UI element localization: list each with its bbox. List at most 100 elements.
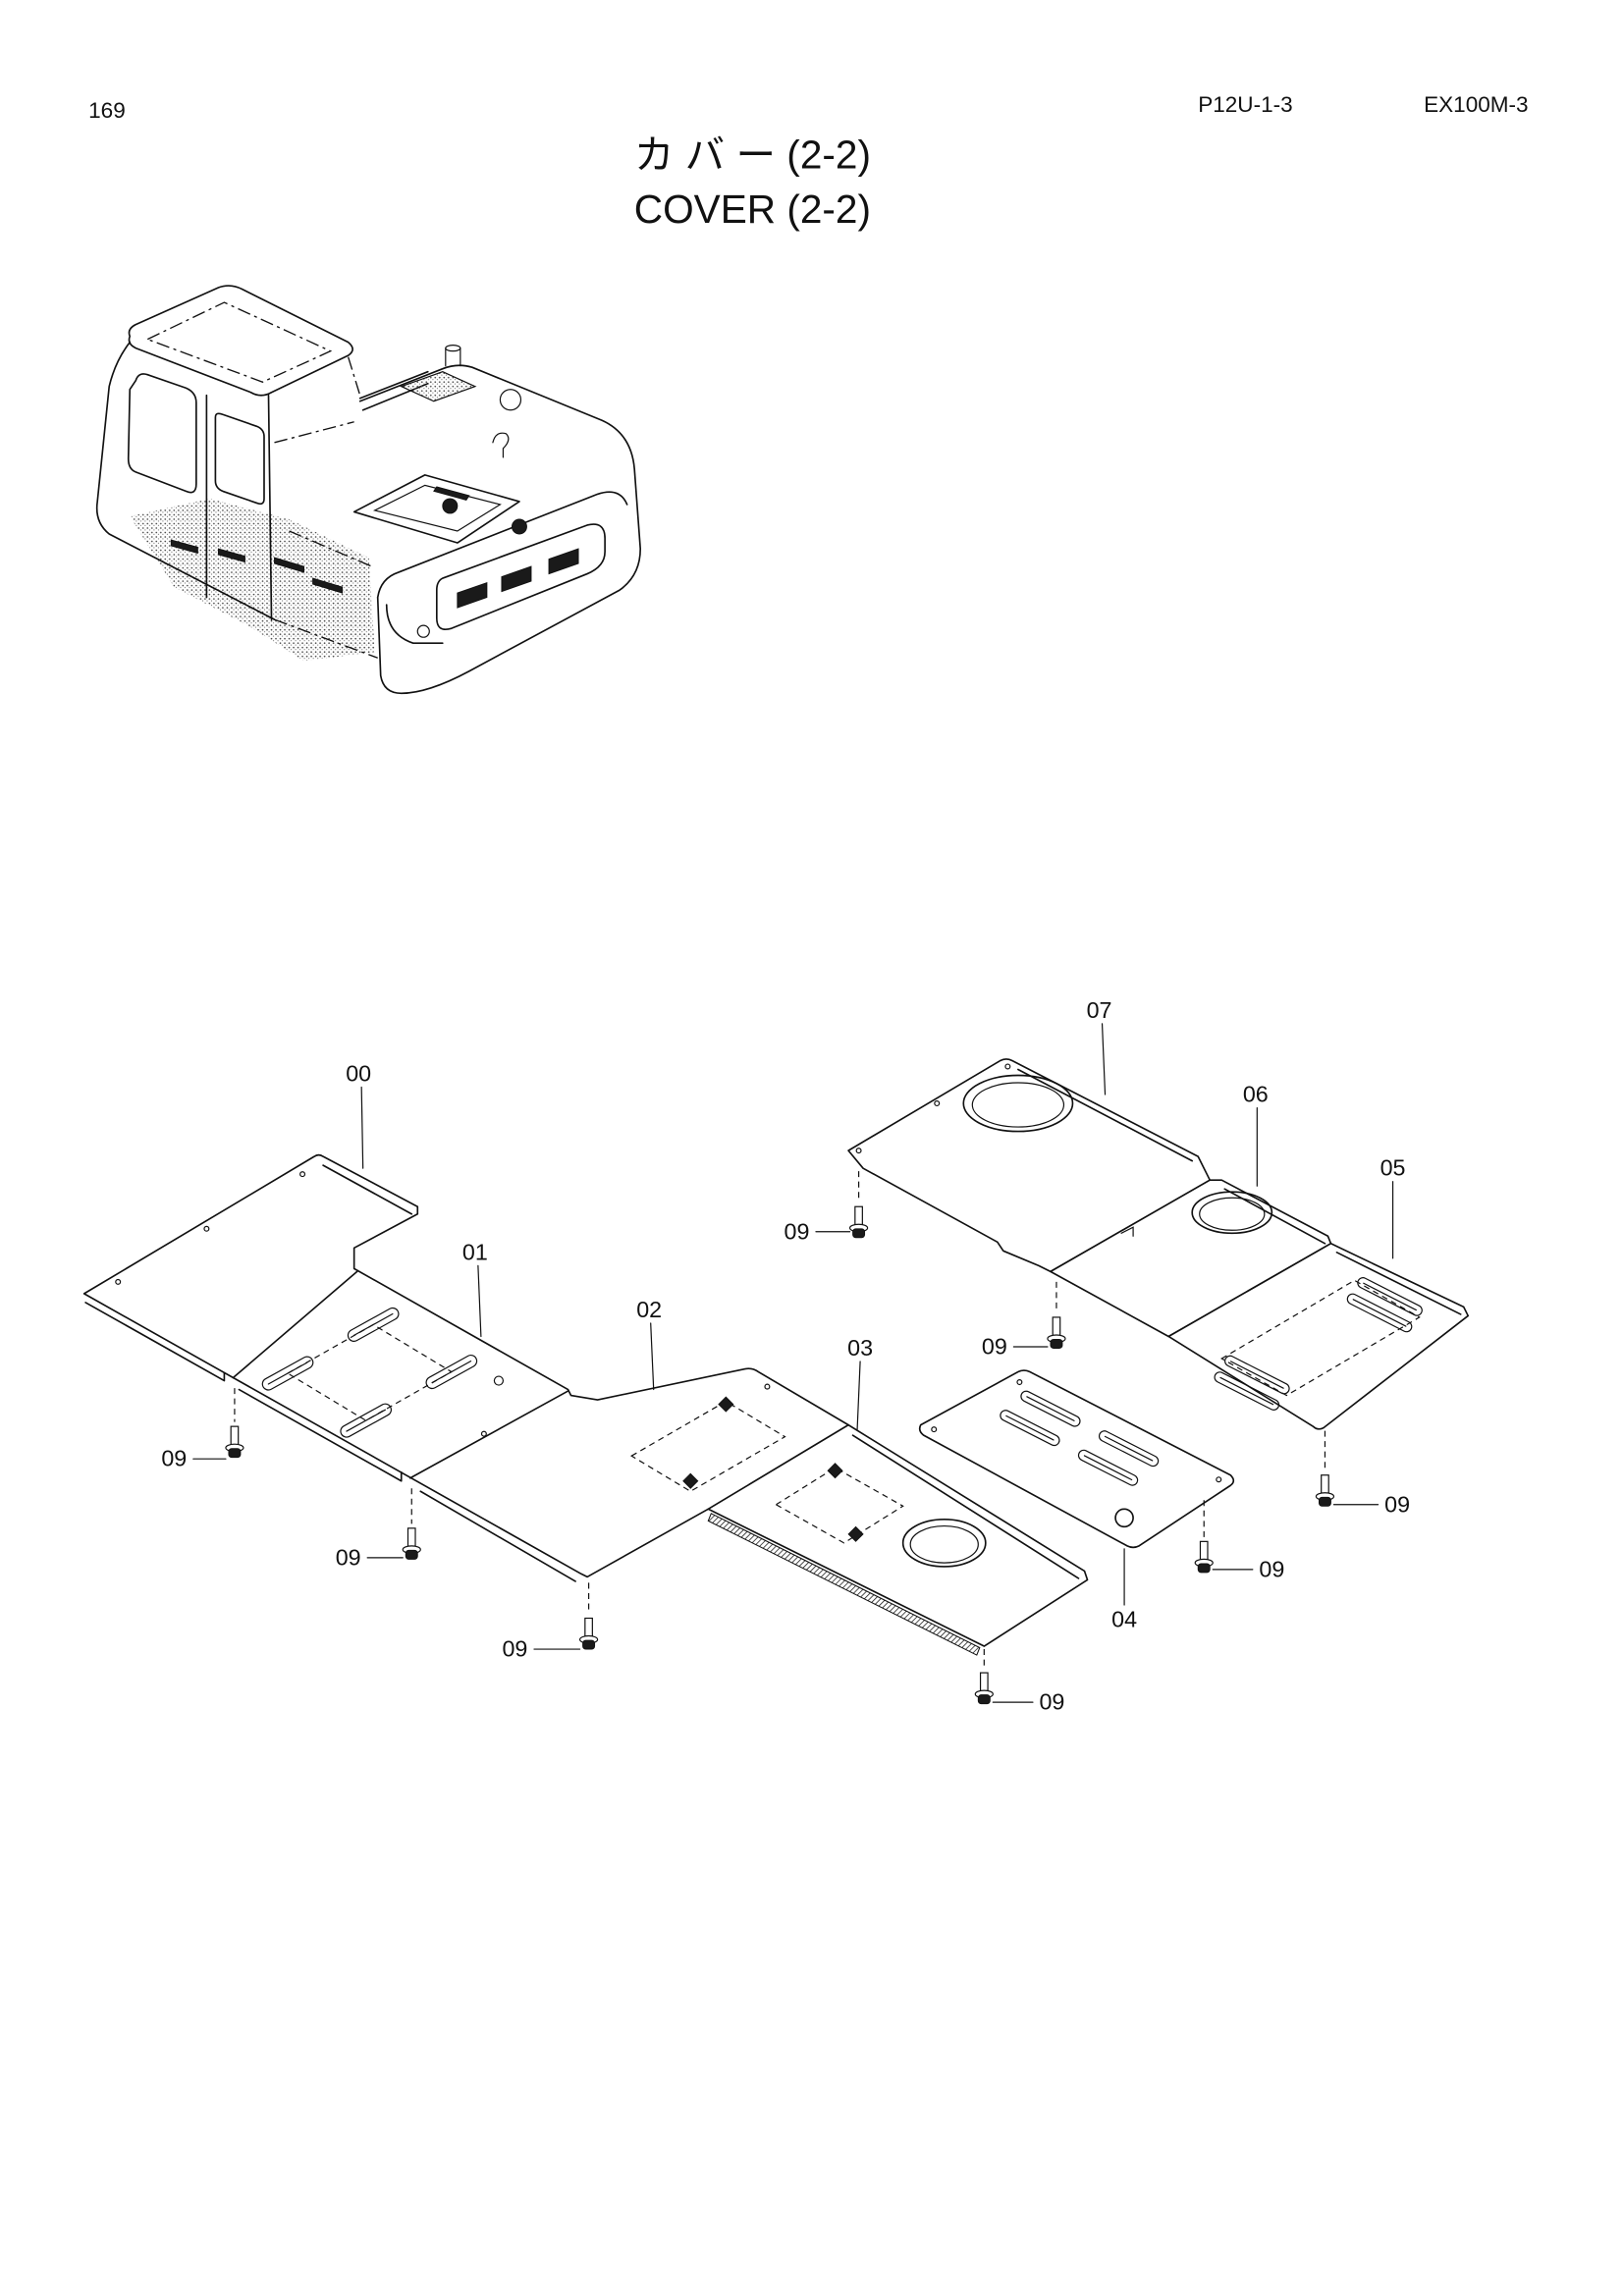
- cab-rear-edge: [267, 394, 273, 620]
- bolt-head: [1318, 1496, 1331, 1507]
- callout-00: 00: [346, 1061, 371, 1087]
- bolt-shank: [854, 1205, 863, 1227]
- panel-04-hole: [1114, 1508, 1134, 1528]
- slot: [1077, 1449, 1139, 1486]
- model-code: EX100M-3: [1424, 92, 1528, 117]
- slot-outline: [261, 1356, 314, 1391]
- bolt-head: [228, 1448, 242, 1459]
- hood-cap-icon: [442, 498, 459, 514]
- bolt: [578, 1582, 599, 1650]
- panel-04: [918, 1369, 1235, 1549]
- panel-03-mount: [847, 1525, 864, 1542]
- hole: [299, 1171, 306, 1178]
- callout-09: 09: [1384, 1491, 1410, 1517]
- floor-slot-d: [312, 577, 344, 594]
- callout-04: 04: [1111, 1607, 1137, 1632]
- bolt-head: [405, 1549, 418, 1560]
- leader-00: [360, 1086, 364, 1169]
- panel-03-hatched-strip: [707, 1513, 981, 1656]
- hole: [1004, 1063, 1011, 1070]
- flange-03-top: [851, 1434, 1080, 1579]
- panel-07-outline: [847, 1058, 1212, 1273]
- cab-roof: [128, 285, 353, 397]
- flange-00-top: [322, 1164, 413, 1215]
- bolt-shank: [230, 1425, 240, 1447]
- callouts: 07 00 06 05 01 09 02 03 09 09 09 09 09 0…: [161, 997, 1410, 1715]
- flange-01: [238, 1388, 403, 1482]
- floor-cover-assembly: [82, 1153, 1089, 1656]
- panel-02-mount: [718, 1396, 734, 1413]
- cab-door-window: [214, 412, 265, 506]
- callout-07: 07: [1087, 997, 1112, 1023]
- slot-outline: [347, 1307, 400, 1342]
- callout-01: 01: [462, 1239, 488, 1264]
- bolt-head: [977, 1694, 991, 1705]
- excavator-overview: [95, 285, 642, 695]
- counterweight-slot: [435, 523, 606, 631]
- engine-hood: [352, 474, 520, 544]
- hole: [855, 1148, 862, 1154]
- slot-outline: [340, 1403, 393, 1438]
- hole: [934, 1100, 941, 1107]
- panel-05-outline: [1167, 1242, 1470, 1430]
- slot-line: [1229, 1361, 1284, 1389]
- callout-05: 05: [1380, 1155, 1406, 1181]
- panel-02-mount: [682, 1472, 699, 1489]
- callout-02: 02: [636, 1297, 662, 1322]
- leader-01: [477, 1264, 482, 1338]
- bolt-shank: [406, 1527, 416, 1548]
- panel-03-hole-outer: [901, 1518, 987, 1568]
- callout-09: 09: [1259, 1556, 1284, 1581]
- slot-line: [1352, 1299, 1407, 1327]
- bolt-shank: [1199, 1540, 1209, 1562]
- panel-03-mount: [827, 1463, 843, 1479]
- divider-00-01: [232, 1270, 358, 1379]
- slot-line: [1363, 1282, 1417, 1311]
- callout-09: 09: [1039, 1689, 1064, 1715]
- slot: [1357, 1277, 1423, 1316]
- bolt: [1315, 1430, 1335, 1507]
- hole: [764, 1383, 771, 1390]
- slot-outline: [425, 1354, 478, 1390]
- counterweight-rim: [376, 491, 628, 599]
- leader-07: [1101, 1023, 1107, 1095]
- step-plate-b: [501, 565, 532, 593]
- rear-cover-assembly: [847, 1058, 1470, 1430]
- bolt-shank: [584, 1617, 593, 1638]
- flange-02: [419, 1490, 576, 1582]
- divider-02-03: [707, 1423, 849, 1511]
- hole: [1016, 1379, 1023, 1386]
- panel-07-hole-inner: [971, 1082, 1065, 1128]
- front-rail: [385, 604, 444, 645]
- bolt: [974, 1649, 994, 1705]
- slot-outline: [1020, 1390, 1081, 1427]
- cab-front-edge: [95, 341, 276, 620]
- hole: [203, 1225, 210, 1232]
- panel-06-tab: [1120, 1226, 1134, 1237]
- floor-slot-b: [217, 548, 245, 563]
- panel-03-dashed-frame: [775, 1467, 904, 1544]
- hood-slot: [433, 486, 470, 501]
- slot: [1224, 1355, 1290, 1395]
- floor-cover-outline: [82, 1153, 1089, 1647]
- floor-stipple: [130, 498, 375, 662]
- floor-edge: [274, 530, 378, 659]
- slot-line: [267, 1362, 308, 1385]
- bolts: [225, 1171, 1335, 1705]
- engine-hood-inner: [372, 484, 502, 532]
- slot-outline: [1098, 1430, 1160, 1468]
- slot-outline: [1357, 1277, 1423, 1316]
- slot-outline: [1214, 1371, 1280, 1411]
- bolt-shank: [1052, 1316, 1061, 1338]
- bolt-head: [852, 1228, 866, 1239]
- slot-outline: [1077, 1449, 1139, 1486]
- slot-outline: [1000, 1410, 1060, 1447]
- bolt: [225, 1388, 244, 1459]
- slot: [425, 1354, 478, 1390]
- panel-05-dashed-frame: [1220, 1279, 1421, 1397]
- fuel-cap-top: [445, 345, 461, 352]
- leader-02: [650, 1322, 655, 1391]
- bolt: [402, 1488, 421, 1560]
- slot: [261, 1356, 314, 1391]
- page-number: 169: [88, 98, 126, 123]
